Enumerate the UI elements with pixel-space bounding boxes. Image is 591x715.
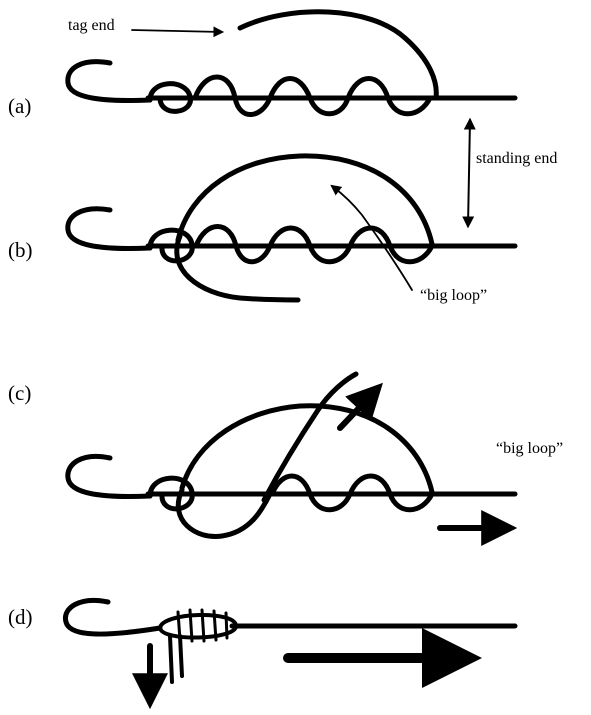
wraps-c: [269, 473, 435, 513]
hook-c: [65, 454, 153, 499]
eye-coil-a: [147, 81, 193, 114]
tight-knot-d: [158, 608, 238, 643]
tag-hang-d: [168, 634, 174, 684]
hook-a: [65, 59, 153, 103]
tag-rise-c: [261, 371, 359, 503]
panel-label-d: (d): [8, 605, 33, 629]
panel-d-figure: [62, 597, 518, 710]
panel-label-a: (a): [8, 94, 32, 118]
wraps-a: [192, 74, 433, 117]
big-loop-pointer-b: [330, 184, 413, 291]
pull-arrow-tag: [337, 382, 383, 431]
big-loop-arc-c: [179, 403, 435, 495]
hook-d: [62, 597, 163, 637]
panel-c-figure: [65, 371, 518, 546]
tag-hang-d2: [178, 634, 184, 678]
tag-end-arrow: [131, 26, 225, 38]
panel-label-b: (b): [8, 238, 33, 262]
hook-b: [65, 206, 153, 251]
tag-end-label: tag end: [68, 17, 115, 34]
big-loop-label-c: “big loop”: [496, 440, 564, 457]
standing-end-arrow: [462, 117, 476, 229]
big-loop-label-b: “big loop”: [420, 287, 488, 304]
panel-a-figure: [65, 9, 518, 117]
wraps-b: [193, 224, 435, 265]
eye-coil-b: [147, 227, 195, 264]
panel-b-figure: [65, 153, 518, 303]
panel-label-c: (c): [8, 381, 32, 405]
standing-end-label: standing end: [476, 150, 558, 167]
eye-coil-c: [147, 475, 195, 512]
tag-end-arc-a: [237, 9, 439, 101]
lower-loop-c: [175, 487, 273, 539]
big-loop-arc-b: [175, 153, 435, 247]
tag-tail-b: [174, 233, 301, 303]
